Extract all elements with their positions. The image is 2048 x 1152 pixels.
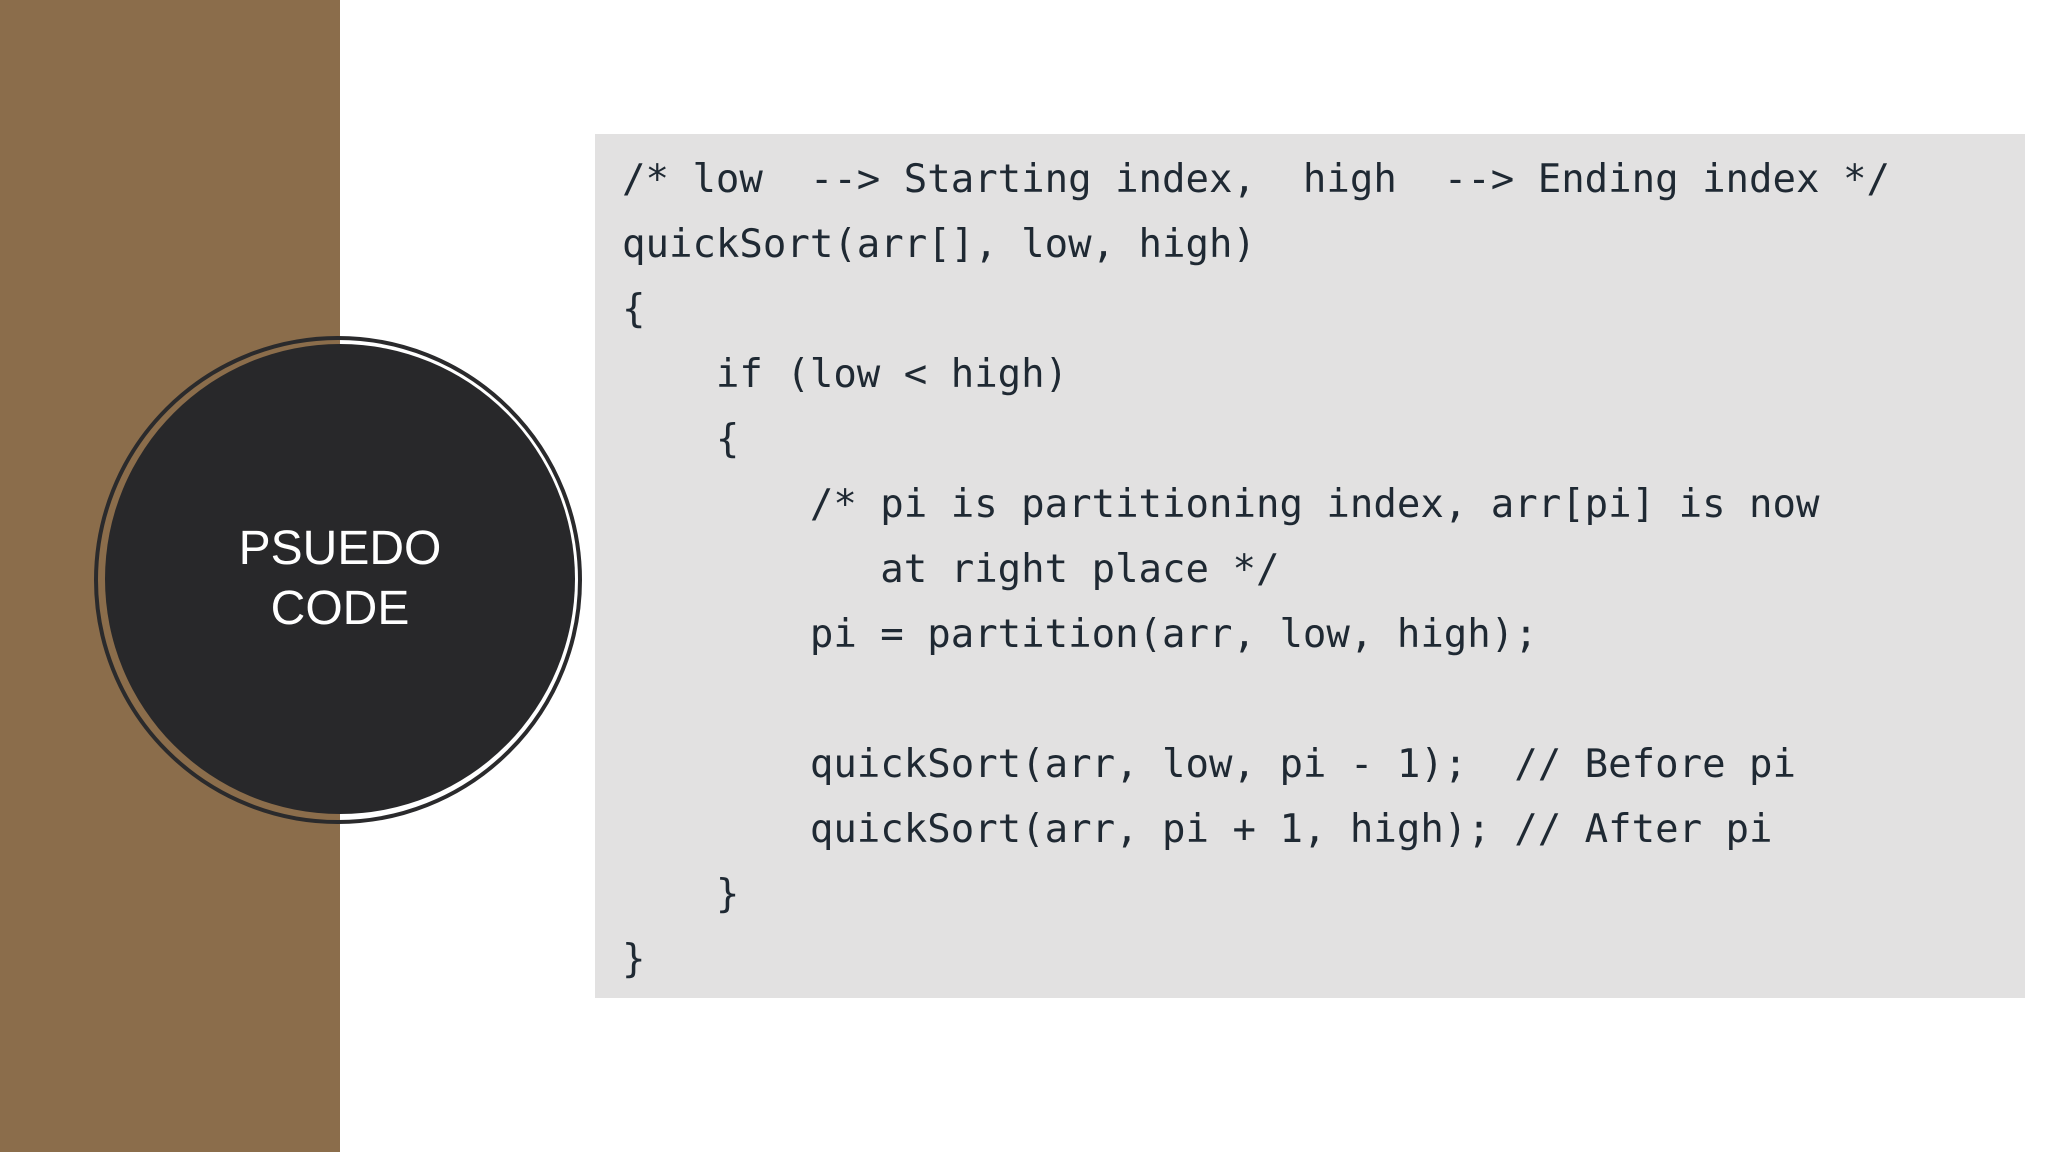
code-line bbox=[622, 667, 2025, 732]
code-line: } bbox=[622, 937, 646, 982]
code-line: quickSort(arr, low, pi - 1); // Before p… bbox=[622, 742, 1796, 787]
slide-title-line-1: PSUEDO bbox=[238, 522, 442, 575]
code-block: /* low --> Starting index, high --> Endi… bbox=[595, 134, 2025, 998]
code-line: at right place */ bbox=[622, 547, 1280, 592]
code-line: /* pi is partitioning index, arr[pi] is … bbox=[622, 482, 1820, 527]
code-line: quickSort(arr[], low, high) bbox=[622, 222, 1256, 267]
code-line: pi = partition(arr, low, high); bbox=[622, 612, 1538, 657]
code-line: /* low --> Starting index, high --> Endi… bbox=[622, 157, 1890, 202]
code-line: quickSort(arr, pi + 1, high); // After p… bbox=[622, 807, 1773, 852]
slide-title: PSUEDO CODE bbox=[210, 519, 470, 639]
slide-title-line-2: CODE bbox=[270, 582, 410, 635]
code-line: { bbox=[622, 417, 740, 462]
code-line: } bbox=[622, 872, 740, 917]
title-circle: PSUEDO CODE bbox=[105, 344, 575, 814]
code-line: { bbox=[622, 287, 646, 332]
code-line: if (low < high) bbox=[622, 352, 1069, 397]
title-circle-ring bbox=[94, 336, 582, 824]
